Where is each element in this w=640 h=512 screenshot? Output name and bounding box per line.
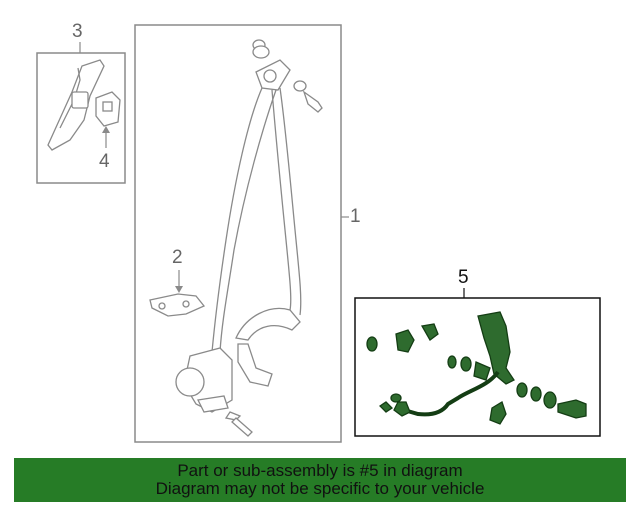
callout-2: 2: [172, 247, 183, 268]
box-part-5: [354, 297, 601, 437]
banner-line-disclaimer: Diagram may not be specific to your vehi…: [155, 479, 485, 498]
box-part-3-4: [36, 52, 126, 184]
arrow-4: [102, 126, 110, 133]
callout-5: 5: [458, 267, 469, 288]
box-part-1: [134, 24, 342, 443]
banner-line-part-info: Part or sub-assembly is #5 in diagram: [177, 461, 463, 480]
guide-bracket-part: [149, 293, 206, 317]
anchor-cover-part: [95, 91, 121, 127]
arrow-2: [175, 286, 183, 293]
callout-3: 3: [72, 21, 83, 42]
pillar-trim-part: [47, 59, 105, 151]
callout-1: 1: [350, 206, 361, 227]
info-banner: Part or sub-assembly is #5 in diagram Di…: [14, 458, 626, 502]
buckle-assembly-part: [366, 311, 587, 425]
callout-4: 4: [99, 151, 110, 172]
seat-belt-part: [175, 39, 323, 437]
